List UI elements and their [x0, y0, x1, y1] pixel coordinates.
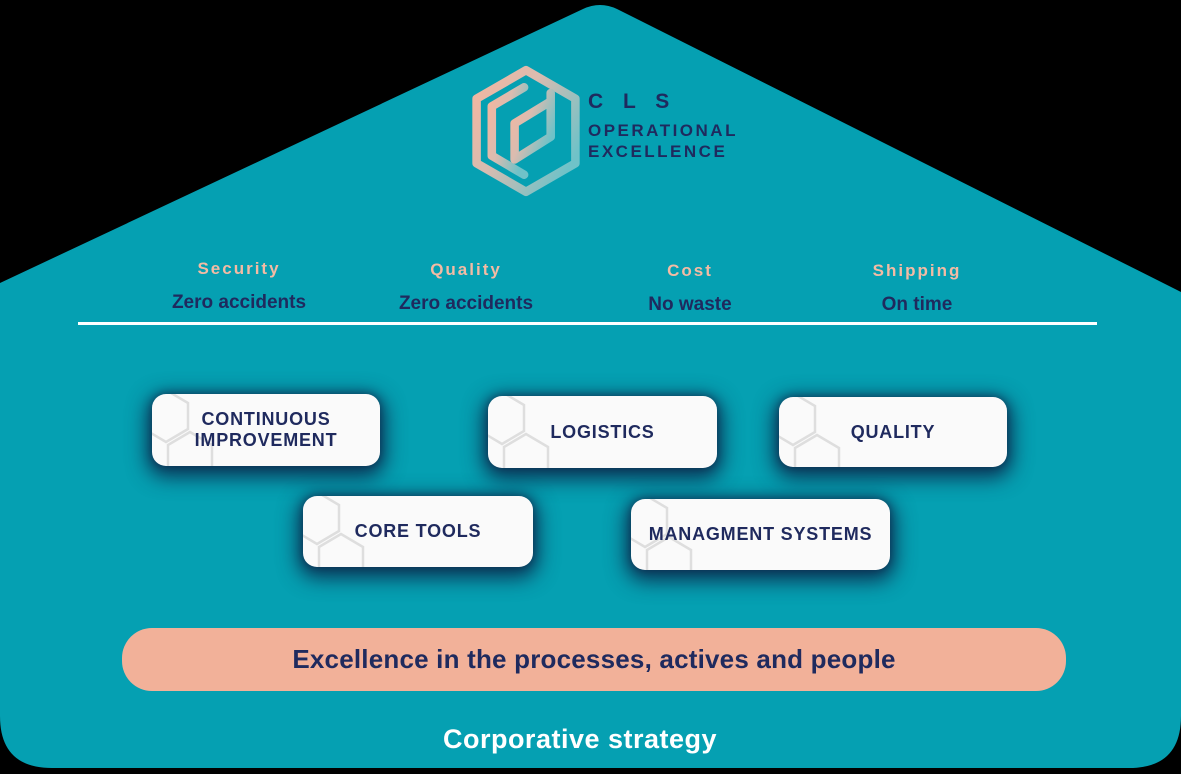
module-label: CORE TOOLS [354, 521, 482, 541]
hexagon-pattern-icon [631, 499, 693, 570]
pillar-subtitle: Zero accidents [398, 293, 534, 314]
pillar-subtitle: On time [881, 294, 953, 315]
module-core-tools: CORE TOOLS [303, 496, 533, 567]
pillar-title: Cost [667, 261, 713, 280]
banner-label: Excellence in the processes, actives and… [292, 644, 896, 674]
pillar-title: Quality [430, 260, 502, 279]
logo-line-cls: C L S [588, 90, 677, 113]
pillar-quality: Quality Zero accidents [361, 260, 571, 315]
pillar-cost: Cost No waste [585, 261, 795, 316]
excellence-banner: Excellence in the processes, actives and… [122, 628, 1066, 691]
module-continuous-improvement: CONTINUOUS IMPROVEMENT [152, 394, 380, 466]
cls-logo-icon [472, 65, 580, 197]
module-label: QUALITY [850, 421, 936, 442]
module-quality: QUALITY [779, 397, 1007, 467]
hexagon-pattern-icon [303, 496, 365, 567]
hexagon-pattern-icon [488, 396, 550, 468]
logo-wordmark: C L S OPERATIONAL EXCELLENCE [588, 90, 738, 162]
hexagon-pattern-icon [152, 394, 214, 466]
corporative-strategy-label: Corporative strategy [442, 724, 718, 754]
module-logistics: LOGISTICS [488, 396, 717, 468]
pillar-title: Shipping [872, 261, 962, 280]
logo-line-excellence: EXCELLENCE [588, 142, 728, 161]
module-label: MANAGMENT SYSTEMS [648, 524, 873, 544]
module-label: CONTINUOUS IMPROVEMENT [194, 409, 338, 450]
pillar-subtitle: Zero accidents [171, 292, 307, 313]
pillar-title: Security [197, 259, 281, 278]
hexagon-pattern-icon [779, 397, 841, 467]
pillar-shipping: Shipping On time [812, 261, 1022, 316]
pillar-security: Security Zero accidents [134, 259, 344, 314]
logo-line-operational: OPERATIONAL [588, 121, 738, 140]
module-managment-systems: MANAGMENT SYSTEMS [631, 499, 890, 570]
module-label: LOGISTICS [550, 421, 655, 442]
pillar-divider-line [78, 322, 1097, 325]
pillar-subtitle: No waste [648, 294, 732, 315]
